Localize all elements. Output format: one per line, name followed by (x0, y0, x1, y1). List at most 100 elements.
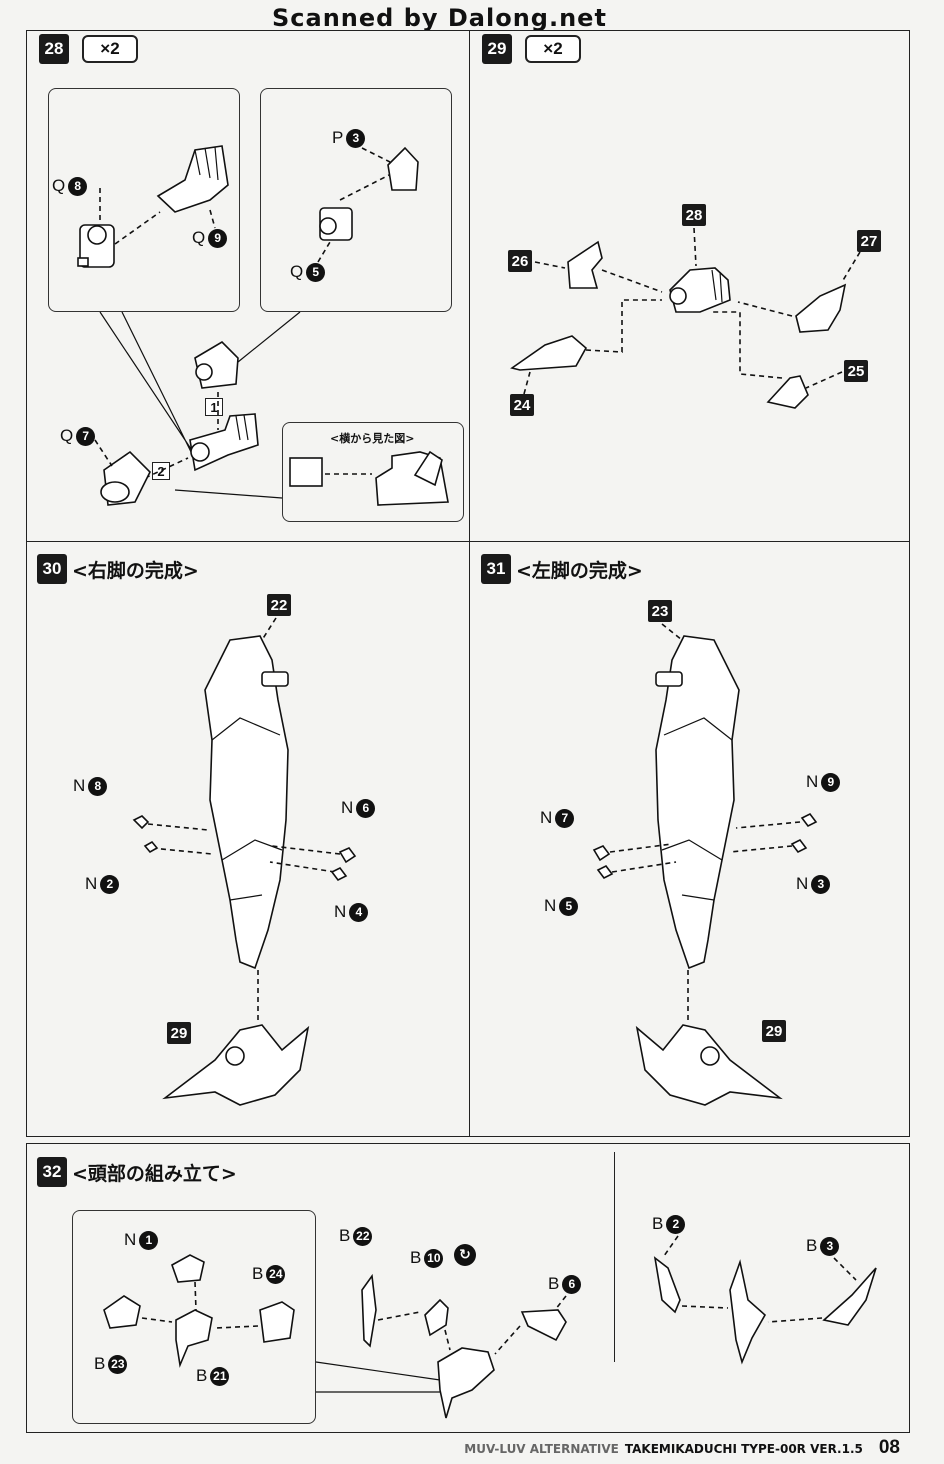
leader-line (94, 439, 113, 467)
part-b24-drawing (259, 1301, 295, 1343)
assembly-arrow (215, 1325, 259, 1329)
part-letter: Q (52, 176, 66, 195)
assembly-arrow (144, 457, 189, 479)
left-leg-drawing (655, 635, 740, 970)
part-28-assembly-drawing (669, 267, 731, 313)
assembled-part-main (189, 413, 259, 472)
step-number-30: 30 (37, 554, 67, 584)
assembly-arrow (494, 1325, 521, 1355)
watermark: Scanned by Dalong.net (272, 4, 607, 32)
part-number-badge: 21 (210, 1366, 230, 1386)
part-letter: N (73, 776, 86, 795)
assembly-arrow (735, 821, 801, 829)
subassembly-box-head (72, 1210, 316, 1424)
model-name: TAKEMIKADUCHI TYPE-00R VER.1.5 (624, 1442, 863, 1456)
part-letter: N (540, 808, 553, 827)
part-letter: N (334, 902, 347, 921)
part-letter: N (124, 1230, 137, 1249)
part-letter: N (796, 874, 809, 893)
part-letter: N (806, 772, 819, 791)
head-right-assembly-drawing (729, 1259, 767, 1365)
part-label-n1: N 1 (124, 1230, 159, 1250)
part-tag-23: 23 (648, 600, 672, 622)
part-label-q5: Q 5 (290, 262, 326, 282)
panel-step-31 (469, 541, 910, 1137)
part-letter: B (94, 1354, 106, 1373)
part-number-badge: 10 (424, 1248, 444, 1268)
part-label-q9: Q 9 (192, 228, 228, 248)
part-number-badge: 5 (559, 896, 579, 916)
page-footer: MUV-LUV ALTERNATIVE TAKEMIKADUCHI TYPE-0… (464, 1437, 900, 1459)
part-label-b22: B 22 (339, 1226, 373, 1246)
part-q8-drawing (77, 224, 115, 268)
panel-step-32 (26, 1143, 910, 1433)
assembly-arrow (141, 1317, 173, 1323)
part-n-pins (592, 845, 614, 880)
part-label-p3: P 3 (332, 128, 366, 148)
part-letter: B (196, 1366, 208, 1385)
part-27-drawing (795, 283, 847, 333)
part-number-badge: 8 (68, 176, 88, 196)
part-number-badge: 1 (139, 1230, 159, 1250)
quantity-badge-29: ×2 (525, 35, 581, 63)
assembly-arrow (611, 861, 677, 873)
part-letter: Q (60, 426, 74, 445)
callout-line (174, 489, 283, 499)
part-number-badge: 3 (346, 128, 366, 148)
leader-line (317, 241, 331, 263)
part-b22-drawing (361, 1273, 377, 1348)
side-view-label: <横から見た図> (330, 432, 415, 445)
part-tag-24: 24 (510, 394, 534, 416)
assembly-arrow (147, 823, 209, 831)
page-number: 08 (878, 1437, 900, 1458)
part-number-badge: 7 (555, 808, 575, 828)
part-letter: Q (290, 262, 304, 281)
leader-line (361, 147, 391, 163)
part-letter: B (252, 1264, 264, 1283)
part-q7-drawing (100, 450, 151, 506)
part-number-badge: 5 (306, 262, 326, 282)
part-number-badge: 6 (562, 1274, 582, 1294)
subassembly-box-left (48, 88, 240, 312)
part-number-badge: 7 (76, 426, 96, 446)
leader-line (663, 1235, 679, 1257)
step-number-29: 29 (482, 34, 512, 64)
part-number-badge: 6 (356, 798, 376, 818)
part-number-badge: 3 (811, 874, 831, 894)
part-letter: B (410, 1248, 422, 1267)
part-b10-drawing (424, 1298, 449, 1337)
part-n-pins (330, 847, 357, 882)
part-24-drawing (510, 335, 588, 371)
assembly-arrow (729, 845, 793, 853)
part-letter: N (341, 798, 354, 817)
part-letter: B (548, 1274, 560, 1293)
part-tag-22: 22 (267, 594, 291, 616)
part-label-n7: N 7 (540, 808, 575, 828)
assembly-arrow (271, 845, 341, 855)
part-number-badge: 24 (266, 1264, 286, 1284)
rotate-icon: ↻ (454, 1244, 476, 1266)
foot-29-drawing-right (162, 1024, 310, 1106)
part-label-b3: B 3 (806, 1236, 840, 1256)
head-assembly-drawing (437, 1347, 495, 1419)
leader-line (523, 371, 531, 395)
part-label-b2: B 2 (652, 1214, 686, 1234)
leader-line (534, 261, 566, 269)
step-number-31: 31 (481, 554, 511, 584)
leader-line (261, 617, 277, 641)
part-label-n5: N 5 (544, 896, 579, 916)
step-title-32: <頭部の組み立て> (72, 1163, 237, 1185)
part-number-badge: 2 (100, 874, 120, 894)
part-number-badge: 4 (349, 902, 369, 922)
callout-line (99, 311, 196, 461)
part-letter: N (544, 896, 557, 915)
side-view-drawing (289, 450, 449, 506)
part-letter: B (652, 1214, 664, 1233)
leader-line (661, 623, 683, 641)
part-label-n9: N 9 (806, 772, 841, 792)
assembly-order-2: 2 (152, 462, 170, 480)
assembly-arrow (609, 843, 673, 853)
part-b23-drawing (103, 1295, 141, 1329)
part-number-badge: 23 (108, 1354, 128, 1374)
